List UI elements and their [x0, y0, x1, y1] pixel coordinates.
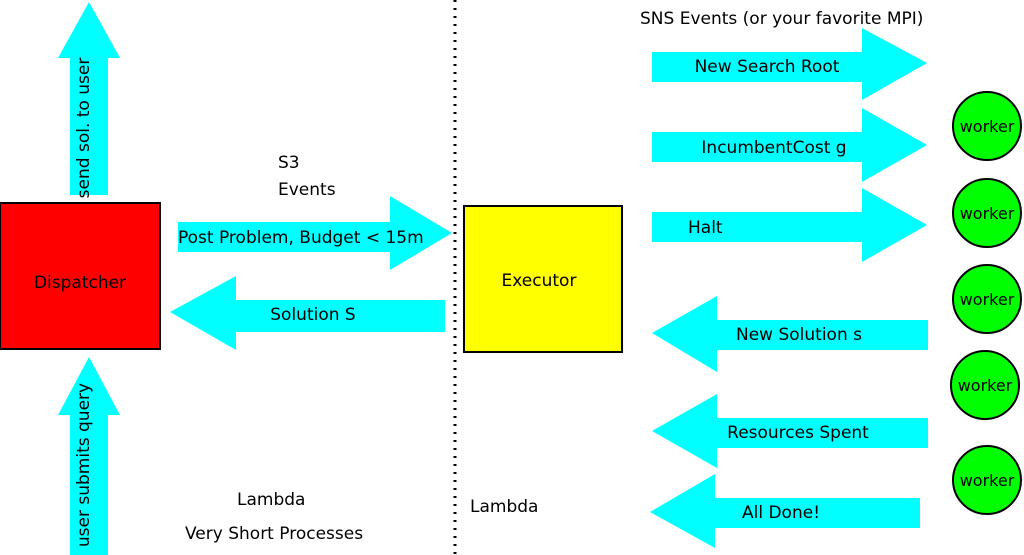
worker-label: worker: [960, 204, 1015, 223]
incumbent-cost-label: IncumbentCost g: [701, 138, 846, 158]
new-solution-arrow: [652, 296, 928, 372]
dispatcher-label: Dispatcher: [34, 273, 126, 293]
worker-node: [952, 91, 1022, 161]
s3-label: S3: [278, 153, 300, 173]
solution-label: Solution S: [270, 305, 355, 325]
incumbent-cost-arrow: [652, 108, 927, 182]
dispatcher-box: [0, 202, 161, 350]
solution-arrow: [170, 276, 445, 350]
worker-node: [950, 350, 1020, 420]
halt-arrow: [652, 188, 927, 262]
new-solution-label: New Solution s: [736, 325, 862, 345]
send-solution-arrow: [58, 2, 120, 195]
lambda-right-label: Lambda: [470, 497, 538, 517]
user-submits-arrow: [58, 357, 120, 555]
post-problem-arrow: [178, 196, 452, 270]
worker-label: worker: [960, 471, 1015, 490]
worker-label: worker: [960, 117, 1015, 136]
new-search-root-arrow: [652, 28, 927, 100]
worker-label: worker: [960, 290, 1015, 309]
resources-spent-arrow: [652, 394, 928, 468]
all-done-label: All Done!: [742, 503, 820, 523]
executor-label: Executor: [502, 271, 577, 291]
user-submits-label: user submits query: [74, 383, 94, 547]
halt-label: Halt: [688, 218, 723, 238]
new-search-root-label: New Search Root: [695, 57, 840, 77]
post-problem-label: Post Problem, Budget < 15m: [178, 228, 424, 248]
lambda-left-label: Lambda: [237, 490, 305, 510]
send-solution-label: send sol. to user: [74, 58, 94, 199]
worker-node: [952, 178, 1022, 248]
worker-label: worker: [958, 376, 1013, 395]
resources-spent-label: Resources Spent: [727, 423, 869, 443]
worker-node: [952, 264, 1022, 334]
sns-title: SNS Events (or your favorite MPI): [640, 9, 923, 29]
worker-node: [952, 445, 1022, 515]
very-short-processes-label: Very Short Processes: [185, 524, 363, 544]
s3-events-label: Events: [278, 180, 336, 200]
all-done-arrow: [650, 474, 920, 548]
executor-box: [463, 205, 623, 353]
